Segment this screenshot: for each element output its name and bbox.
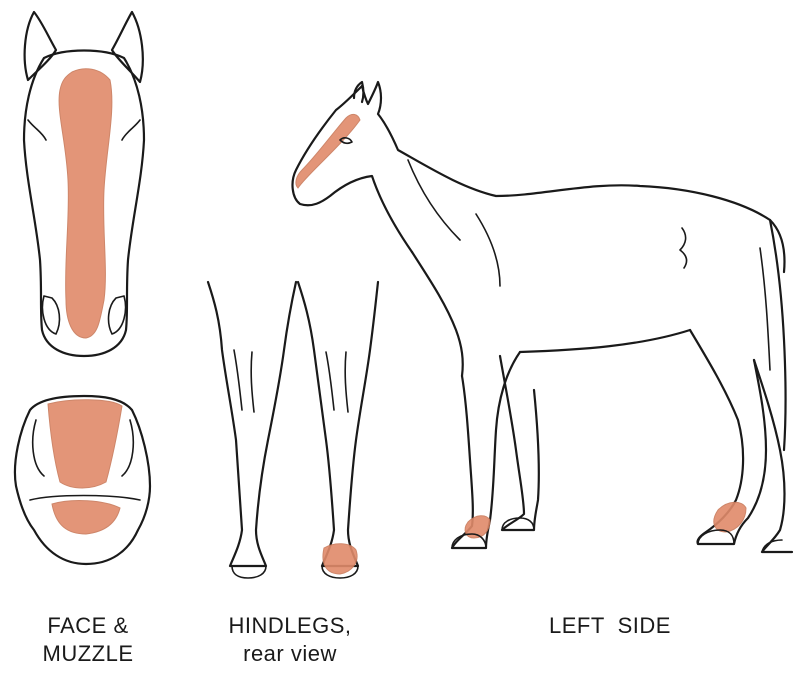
muzzle-upper-marking (48, 400, 122, 488)
caption-hindlegs-line1: HINDLEGS, (200, 612, 380, 640)
hindleg-left (208, 282, 296, 566)
caption-left-side-line1: LEFT SIDE (520, 612, 700, 640)
horse-hoof-hind-near (698, 530, 734, 544)
horse-ear (354, 82, 364, 102)
caption-face-line2: MUZZLE (8, 640, 168, 668)
hindleg-left-tendons (234, 350, 254, 412)
horse-chest (412, 252, 463, 376)
face-front-view (24, 12, 144, 356)
horse-front-leg-far (500, 356, 539, 530)
left-nostril (43, 296, 60, 334)
right-nostril (109, 296, 126, 334)
muzzle-lip-line (30, 496, 140, 501)
muzzle-view (15, 396, 150, 564)
horse-tail-inner (760, 248, 770, 370)
hoof-left (232, 566, 266, 578)
face-blaze-marking (59, 69, 112, 338)
horse-hoof-hind-far (762, 540, 782, 552)
caption-face-muzzle: FACE & MUZZLE (8, 612, 168, 668)
horse-left-side (293, 82, 792, 552)
right-ear (112, 12, 143, 82)
hindleg-right (298, 282, 378, 566)
horse-topline (362, 82, 784, 272)
hindleg-right-coronet-marking (323, 544, 357, 574)
caption-face-line1: FACE & (8, 612, 168, 640)
hindlegs-rear-view (208, 282, 378, 578)
hindleg-right-tendons (326, 352, 348, 412)
horse-belly (520, 330, 690, 352)
horse-eye (340, 138, 352, 143)
horse-flank-mark (680, 228, 687, 268)
caption-hindlegs: HINDLEGS, rear view (200, 612, 380, 668)
caption-hindlegs-line2: rear view (200, 640, 380, 668)
left-ear (25, 12, 56, 80)
caption-left-side: LEFT SIDE (520, 612, 700, 640)
muzzle-lower-marking (52, 501, 120, 534)
